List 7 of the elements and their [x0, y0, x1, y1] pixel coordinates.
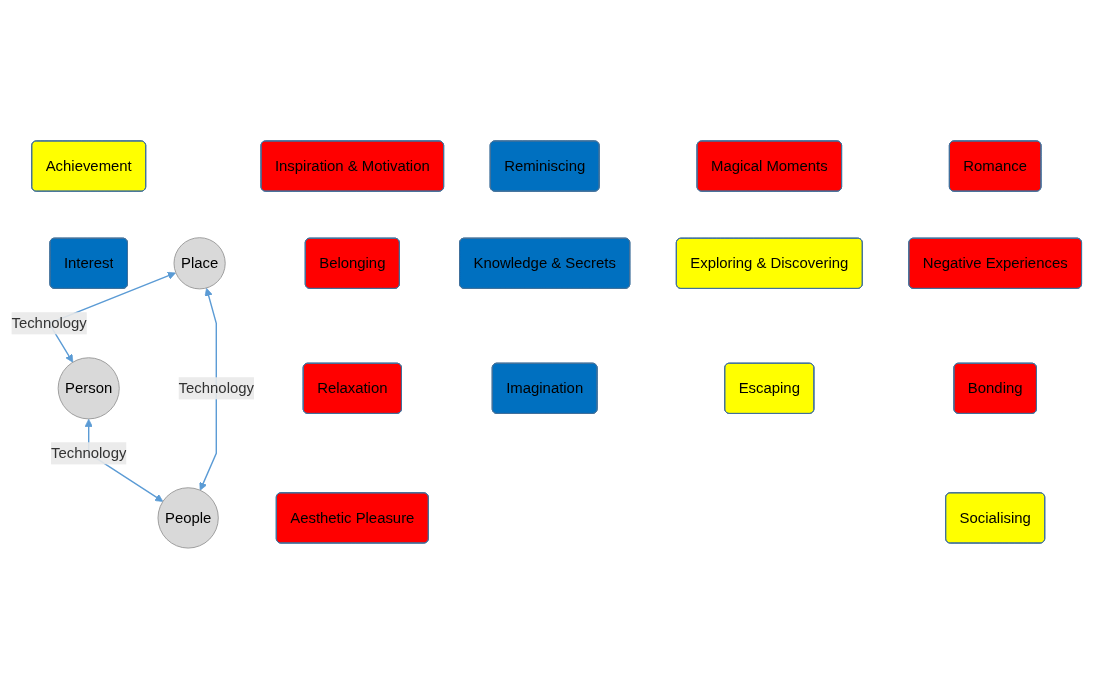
arrow — [199, 287, 217, 491]
edge-label: Technology — [11, 314, 87, 331]
node-circle: People — [157, 487, 219, 549]
edge-label: Technology — [178, 379, 254, 396]
edge-label: Technology — [51, 444, 127, 461]
node-circle: Person — [57, 357, 120, 420]
node-circle: Place — [173, 237, 226, 290]
